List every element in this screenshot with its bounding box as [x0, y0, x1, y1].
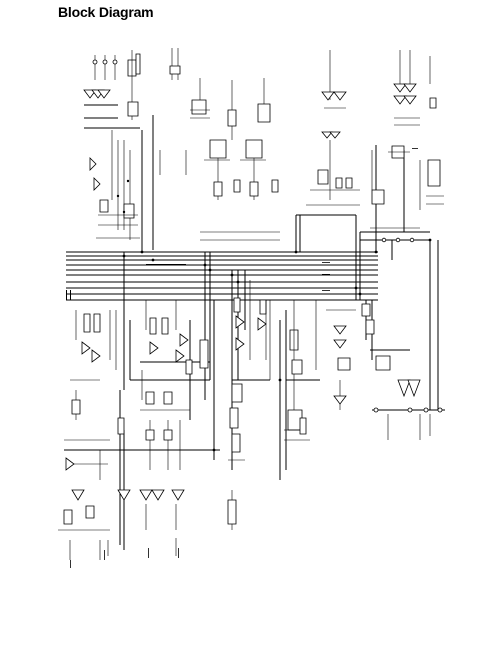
- top-right-output-section: [306, 50, 444, 242]
- lower-middle-channel-strip: [140, 300, 208, 556]
- top-middle-blocks: [160, 48, 280, 240]
- top-left-input-section: [84, 50, 140, 240]
- vertical-signal-lines: [120, 115, 438, 550]
- page-title: Block Diagram: [58, 4, 154, 20]
- junction-dots: [122, 238, 432, 452]
- right-lower-section: [284, 300, 442, 440]
- component-label-marks: [66, 148, 418, 568]
- main-bus-group: [66, 215, 430, 300]
- centre-fader-section: [228, 280, 270, 530]
- lower-left-channel-strip: [58, 310, 130, 560]
